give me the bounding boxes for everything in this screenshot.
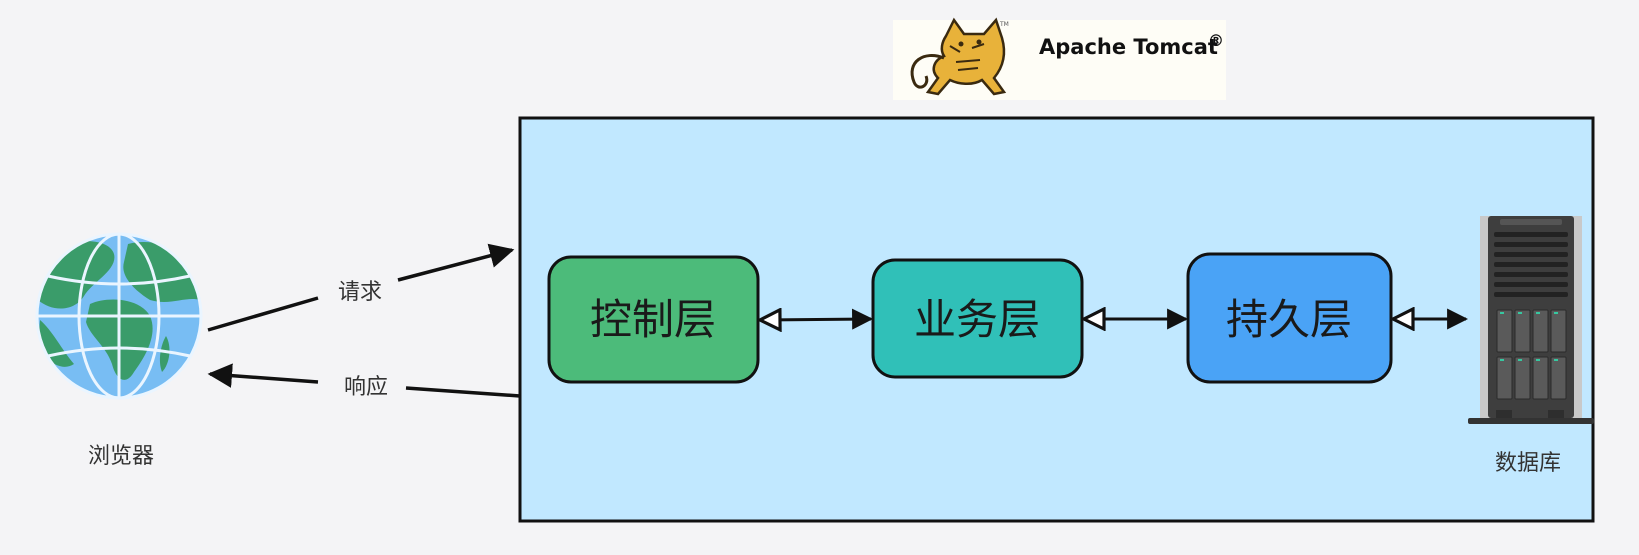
layer-label: 控制层 <box>590 295 716 344</box>
connector-control-business <box>760 319 871 320</box>
svg-text:TM: TM <box>999 21 1009 28</box>
tomcat-brand-text: Apache Tomcat <box>1039 35 1218 59</box>
layer-box-persistence: 持久层 <box>1186 252 1393 384</box>
tomcat-cat-icon: TM <box>910 17 1009 96</box>
request-label: 请求 <box>338 280 382 305</box>
browser-label: 浏览器 <box>88 444 154 469</box>
response-label: 响应 <box>344 375 388 400</box>
layer-label: 持久层 <box>1226 295 1352 344</box>
tomcat-logo: TM Apache Tomcat ® <box>893 17 1226 100</box>
layer-label: 业务层 <box>914 295 1040 344</box>
response-arrow <box>210 374 521 396</box>
request-arrow <box>207 250 512 332</box>
registered-mark: ® <box>1208 31 1224 50</box>
globe-icon <box>35 232 203 400</box>
database-label: 数据库 <box>1495 451 1561 476</box>
layer-box-control: 控制层 <box>547 255 760 384</box>
layer-box-business: 业务层 <box>871 258 1084 379</box>
server-tower-icon <box>1468 216 1594 424</box>
